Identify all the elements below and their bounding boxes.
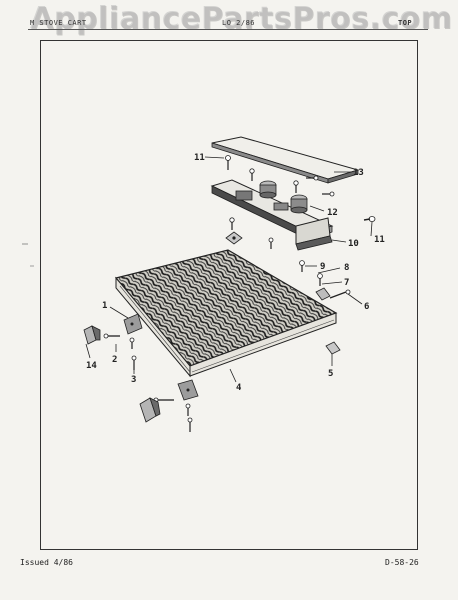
- header-left-text: M STOVE CART: [30, 19, 87, 27]
- callout-labels: 11 13 12 10 11 9 8 7 6 1 2 3 14 5 4: [86, 153, 385, 393]
- screw-set-upper: [225, 155, 376, 272]
- hardware-bottom-hinge: [139, 379, 199, 432]
- callout-4: 4: [236, 383, 242, 393]
- callout-3: 3: [131, 375, 136, 385]
- footer-page-code: D-58-26: [385, 558, 419, 567]
- watermark: AppliancePartsPros.com: [30, 1, 453, 36]
- callout-7: 7: [344, 278, 349, 288]
- callout-6: 6: [364, 302, 369, 312]
- hardware-left-front: [83, 313, 143, 370]
- callout-2: 2: [112, 355, 117, 365]
- callout-5: 5: [328, 369, 333, 379]
- part-4-top-board: [114, 249, 338, 378]
- callout-11-upper: 11: [194, 153, 205, 163]
- hardware-right-side: [315, 273, 351, 355]
- diagram-frame: [40, 40, 418, 550]
- callout-14: 14: [86, 361, 97, 371]
- header-rule: [28, 29, 428, 30]
- footer-issued-date: Issued 4/86: [20, 558, 73, 567]
- header-section-title: TOP: [398, 19, 413, 27]
- callout-12: 12: [327, 208, 338, 218]
- callout-13: 13: [353, 168, 364, 178]
- callout-8: 8: [344, 263, 349, 273]
- header-mid-text: LO 2/86: [222, 19, 256, 27]
- part-13-cover-panel: [211, 136, 360, 184]
- callout-9: 9: [320, 262, 325, 272]
- leader-lines: [85, 156, 373, 383]
- callout-11-lower: 11: [374, 235, 385, 245]
- callout-10: 10: [348, 239, 359, 249]
- callout-1: 1: [102, 301, 107, 311]
- part-10-front-rail: [295, 217, 333, 251]
